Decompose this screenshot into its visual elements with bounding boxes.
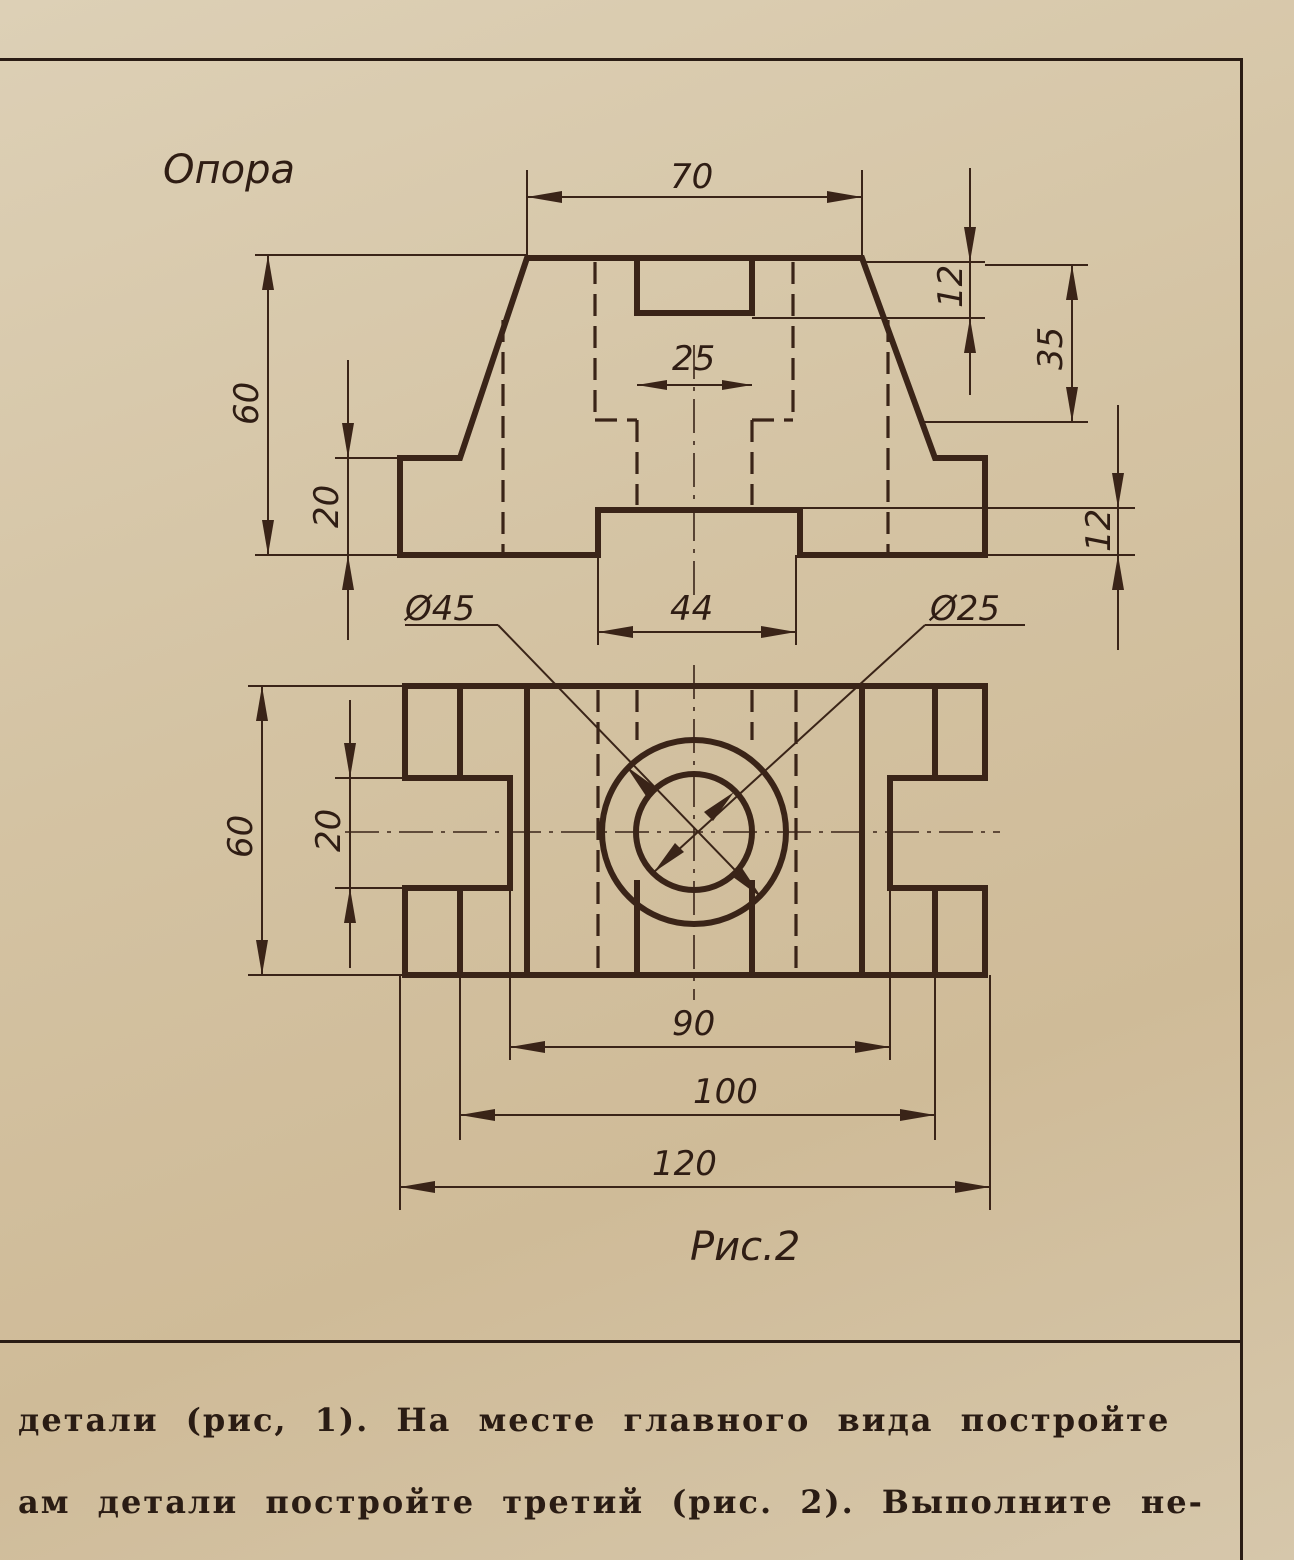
arrow	[344, 888, 356, 923]
arrow	[400, 1181, 435, 1193]
top-view: Ø45 Ø25 60 20 90	[221, 589, 1025, 1210]
dim-70-label: 70	[670, 157, 713, 197]
arrow	[598, 626, 633, 638]
top-outline	[402, 683, 988, 978]
front-top-slot	[634, 258, 755, 316]
arrow	[637, 380, 667, 390]
leader-d25	[653, 624, 926, 873]
drawing-frame	[0, 58, 1243, 1560]
text-line-2: ам детали построй­те третий (рис. 2). Вы…	[18, 1483, 1204, 1521]
arrow	[256, 940, 268, 975]
arrow	[626, 766, 655, 796]
arrow	[761, 626, 796, 638]
arrow	[460, 1109, 495, 1121]
dim-35-label: 35	[1031, 327, 1071, 370]
dim-60-plan-label: 60	[221, 815, 261, 858]
arrow	[1112, 473, 1124, 508]
arrow	[900, 1109, 935, 1121]
instruction-text: детали (рис, 1). На месте главного вида …	[0, 1340, 1243, 1560]
arrow	[722, 380, 752, 390]
dim-20-front-label: 20	[307, 485, 347, 528]
dim-12-right-label: 12	[1079, 509, 1119, 552]
arrow	[964, 227, 976, 262]
arrow	[527, 191, 562, 203]
dim-100-label: 100	[693, 1072, 758, 1112]
figure-caption: Рис.2	[690, 1224, 800, 1270]
dim-12-top-label: 12	[931, 265, 971, 308]
dim-25-label: 25	[672, 339, 715, 379]
leader-d45	[497, 624, 763, 899]
arrow	[344, 743, 356, 778]
dim-d25-label: Ø25	[928, 589, 1000, 629]
arrow	[855, 1041, 890, 1053]
arrow	[256, 686, 268, 721]
arrow	[654, 843, 684, 872]
dim-60-front-label: 60	[227, 382, 267, 425]
arrow	[955, 1181, 990, 1193]
dim-90-label: 90	[672, 1004, 715, 1044]
arrow	[342, 555, 354, 590]
dim-20-plan-label: 20	[309, 809, 349, 852]
arrow	[262, 520, 274, 555]
arrow	[827, 191, 862, 203]
drawing-title: Опора	[163, 147, 295, 193]
arrow	[262, 255, 274, 290]
arrow	[342, 423, 354, 458]
text-line-1: детали (рис, 1). На месте главного вида …	[18, 1401, 1171, 1439]
arrow	[733, 868, 762, 898]
dim-d45-label: Ø45	[403, 589, 475, 629]
arrow	[1112, 555, 1124, 590]
front-view: 70 25 60 20 12	[227, 157, 1135, 650]
dim-44-label: 44	[670, 589, 713, 629]
arrow	[1066, 387, 1078, 422]
arrow	[704, 792, 734, 821]
dim-120-label: 120	[652, 1144, 717, 1184]
front-outline	[397, 255, 988, 558]
arrow	[964, 318, 976, 353]
arrow	[1066, 265, 1078, 300]
arrow	[510, 1041, 545, 1053]
technical-drawing: 70 25 60 20 12	[163, 147, 1135, 1270]
